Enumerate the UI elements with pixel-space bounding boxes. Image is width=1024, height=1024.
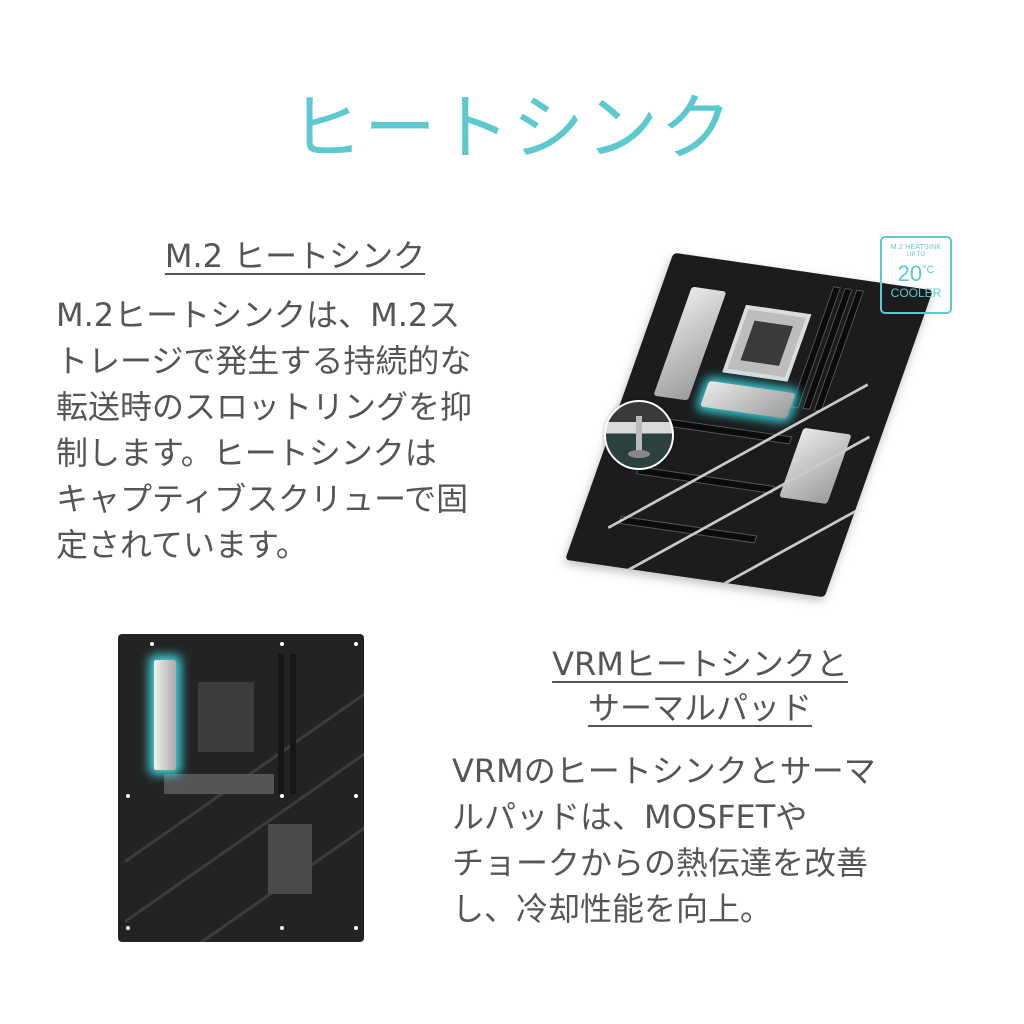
description-line: トレージで発生する持続的な: [56, 342, 472, 380]
pcie-slot: [635, 466, 775, 494]
mounting-hole: [354, 926, 358, 930]
badge-value: 20°C: [882, 259, 950, 285]
badge-line1: M.2 HEATSINK: [890, 244, 942, 251]
chipset-heatsink: [268, 824, 312, 894]
m2-heatsink-heading-text: M.2 ヒートシンク: [164, 237, 426, 275]
pcb-trace: [630, 490, 891, 598]
badge-line4: COOLER: [890, 286, 942, 300]
badge-line2: UP TO: [906, 252, 925, 258]
m2-heatsink: [164, 774, 274, 794]
mounting-hole: [280, 794, 284, 798]
badge-value-number: 20: [897, 261, 923, 286]
vrm-heatsink-description: VRMのヒートシンクとサーマ ルパッドは、MOSFETや チョークからの熱伝達を…: [452, 748, 932, 932]
cpu-socket: [722, 304, 812, 382]
description-line: 定されています。: [56, 526, 308, 564]
pcie-slot: [618, 515, 758, 544]
cpu-socket: [198, 682, 254, 752]
description-line: チョークからの熱伝達を改善: [452, 844, 869, 882]
mounting-hole: [126, 794, 130, 798]
description-line: ルパッドは、MOSFETや: [452, 798, 808, 836]
mounting-hole: [150, 642, 154, 646]
screw-icon: [636, 416, 642, 456]
description-line: 転送時のスロットリングを抑: [56, 388, 473, 426]
mounting-hole: [280, 642, 284, 646]
ram-slot: [290, 654, 296, 794]
page-title: ヒートシンク: [289, 86, 734, 170]
mounting-hole: [280, 926, 284, 930]
motherboard-image-vrm: [118, 634, 364, 942]
description-line: VRMのヒートシンクとサーマ: [452, 752, 876, 790]
mounting-hole: [126, 926, 130, 930]
m2-heatsink-description: M.2ヒートシンクは、M.2ス トレージで発生する持続的な 転送時のスロットリン…: [56, 292, 536, 568]
m2-heatsink-heading: M.2 ヒートシンク: [100, 234, 490, 278]
pcie-slot: [653, 416, 793, 445]
description-line: M.2ヒートシンクは、M.2ス: [56, 296, 461, 334]
ram-slot: [278, 654, 284, 794]
description-line: し、冷却性能を向上。: [452, 890, 773, 928]
cooler-badge: M.2 HEATSINK UP TO 20°C COOLER: [880, 236, 952, 314]
vrm-heatsink-heading: VRMヒートシンクと サーマルパッド: [490, 642, 910, 730]
description-line: キャプティブスクリューで固: [56, 480, 469, 518]
mounting-hole: [354, 794, 358, 798]
description-line: 制します。ヒートシンクは: [56, 434, 437, 472]
badge-unit: °C: [922, 264, 935, 276]
captive-screw-closeup: [604, 400, 674, 470]
vrm-heading-line: サーマルパッド: [587, 689, 812, 727]
screw-head-icon: [628, 450, 650, 458]
mounting-hole: [354, 642, 358, 646]
vrm-heading-line: VRMヒートシンクと: [552, 645, 848, 683]
m2-heatsink: [700, 380, 796, 419]
vrm-heatsink-highlighted: [154, 660, 176, 770]
